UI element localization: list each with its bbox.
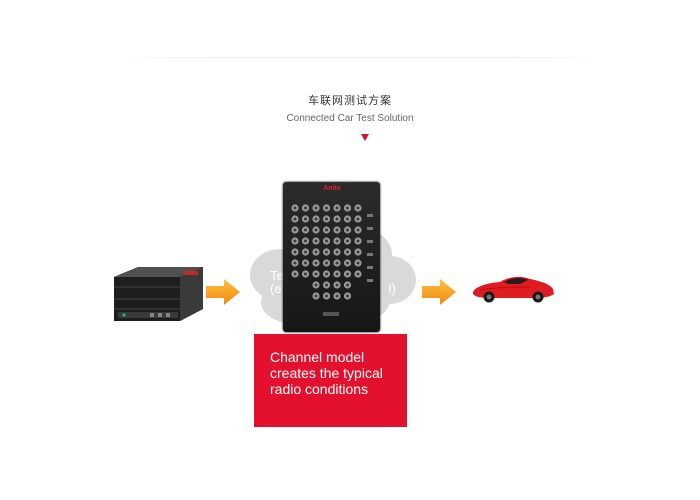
rf-connector-center — [304, 250, 307, 254]
rf-connector-center — [314, 250, 318, 254]
rf-connector-center — [314, 228, 318, 232]
rf-connector-center — [314, 206, 318, 210]
rack-foot — [323, 312, 339, 316]
down-triangle-icon — [361, 134, 369, 141]
rack-indicator — [367, 253, 373, 256]
rf-connector-center — [346, 261, 349, 265]
cloud-label-line2: (e — [270, 281, 282, 296]
rf-connector-center — [325, 272, 328, 276]
rf-connector-center — [293, 239, 297, 243]
rack-logo: Anite — [323, 185, 341, 192]
rf-connector-center — [304, 217, 307, 221]
rf-connector-center — [293, 217, 297, 221]
right-arrow-icon — [206, 279, 240, 305]
section-title-en: Connected Car Test Solution — [286, 113, 414, 124]
rf-connector-center — [293, 206, 297, 210]
rf-connector-center — [325, 228, 328, 232]
rf-connector-center — [356, 217, 360, 221]
rf-connector-center — [325, 250, 328, 254]
rf-connector-center — [335, 294, 339, 298]
info-box-text: Channel model creates the typical radio … — [270, 349, 383, 397]
rf-connector-center — [304, 272, 307, 276]
rack-indicator — [367, 240, 373, 243]
rf-connector-center — [346, 228, 349, 232]
rf-connector-center — [335, 228, 339, 232]
rf-connector-center — [314, 294, 318, 298]
rf-connector-center — [304, 206, 307, 210]
rf-connector-center — [335, 217, 339, 221]
rack-indicator — [367, 279, 373, 282]
rf-connector-center — [346, 294, 349, 298]
rf-connector-center — [325, 206, 328, 210]
rf-connector-center — [346, 272, 349, 276]
rf-connector-center — [335, 239, 339, 243]
rf-connector-center — [356, 206, 360, 210]
rf-connector-center — [346, 283, 349, 287]
rack-indicator — [367, 227, 373, 230]
rf-connector-center — [346, 206, 349, 210]
rf-connector-center — [325, 294, 328, 298]
rf-connector-center — [356, 250, 360, 254]
right-arrow-icon — [422, 279, 456, 305]
cloud-label-line1: Te — [270, 268, 284, 283]
rf-connector-center — [335, 206, 339, 210]
rf-connector-center — [325, 261, 328, 265]
rf-connector-center — [293, 261, 297, 265]
rf-connector-center — [356, 261, 360, 265]
rf-connector-center — [346, 239, 349, 243]
rf-connector-center — [335, 283, 339, 287]
rf-connector-center — [335, 261, 339, 265]
rf-connector-center — [325, 239, 328, 243]
cloud-label-line2-end: I) — [388, 281, 396, 296]
rf-connector-center — [335, 250, 339, 254]
rf-connector-center — [325, 217, 328, 221]
rf-connector-center — [304, 261, 307, 265]
rf-connector-center — [346, 250, 349, 254]
rf-connector-center — [314, 272, 318, 276]
sports-car-icon — [473, 276, 554, 303]
channel-emulator-icon: Anite — [283, 182, 380, 332]
rf-connector-center — [335, 272, 339, 276]
rf-connector-center — [293, 228, 297, 232]
rf-connector-center — [356, 239, 360, 243]
rf-connector-center — [304, 228, 307, 232]
signal-generator-icon — [114, 267, 203, 321]
rack-connector-grid — [291, 204, 373, 300]
section-title-cn: 车联网测试方案 — [308, 94, 392, 107]
rf-connector-center — [356, 228, 360, 232]
rack-indicator — [367, 266, 373, 269]
rf-connector-center — [325, 283, 328, 287]
rf-connector-center — [356, 272, 360, 276]
rf-connector-center — [314, 217, 318, 221]
rf-connector-center — [293, 272, 297, 276]
rf-connector-center — [346, 217, 349, 221]
channel-model-info-box: Channel model creates the typical radio … — [254, 334, 407, 427]
rf-connector-center — [314, 283, 318, 287]
header-divider — [115, 57, 605, 58]
rf-connector-center — [314, 261, 318, 265]
rf-connector-center — [293, 250, 297, 254]
rack-indicator — [367, 214, 373, 217]
rf-connector-center — [304, 239, 307, 243]
rf-connector-center — [314, 239, 318, 243]
